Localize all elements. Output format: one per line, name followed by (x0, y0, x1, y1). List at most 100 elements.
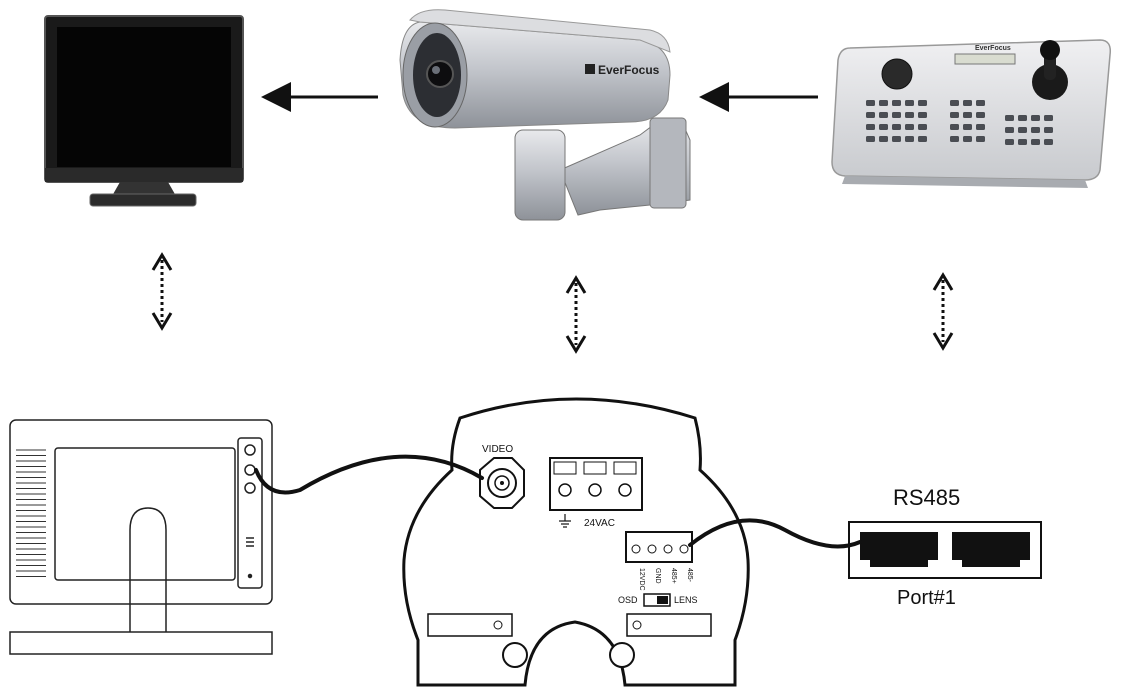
keyboard-key (866, 124, 875, 130)
keyboard-key (905, 124, 914, 130)
keyboard-key (976, 124, 985, 130)
keyboard-key (892, 136, 901, 142)
video-cable (254, 454, 484, 495)
keyboard-key (950, 136, 959, 142)
keyboard-edge (842, 176, 1088, 188)
keyboard-key (1031, 127, 1040, 133)
keyboard-key (976, 112, 985, 118)
mount-hole-left (502, 642, 528, 668)
keyboard-key (963, 136, 972, 142)
keyboard-brand: EverFocus (975, 45, 1011, 52)
keyboard-knob (881, 58, 913, 90)
keyboard-key (1005, 139, 1014, 145)
keyboard-key (963, 112, 972, 118)
keyboard-key (1031, 115, 1040, 121)
camera-post (514, 129, 566, 221)
keyboard-key (950, 100, 959, 106)
keyboard-key (950, 112, 959, 118)
rs485-port-label: Port#1 (897, 587, 956, 609)
camera-lens (426, 60, 454, 88)
monitor-jack-1 (244, 444, 256, 456)
keyboard-key (879, 136, 888, 142)
rs485-cable (688, 518, 862, 549)
rs485-port-block: RS485 Port#1 (848, 485, 1042, 609)
keyboard-key (918, 112, 927, 118)
keyboard-key (1005, 115, 1014, 121)
camera-housing (399, 21, 671, 129)
ground-icon (559, 514, 571, 528)
rs485-title: RS485 (893, 485, 960, 510)
keyboard-key (892, 100, 901, 106)
camera-lens-glint (432, 66, 440, 74)
power-screw-2 (618, 483, 632, 497)
camera-sunshield (409, 9, 671, 53)
camera-brand-logo (585, 64, 595, 74)
keyboard-key (963, 124, 972, 130)
bullet-camera: EverFocus (399, 9, 691, 221)
monitor-screen (57, 27, 231, 167)
keyboard-key (892, 124, 901, 130)
terminal-screw-2 (647, 544, 657, 554)
keyboard-key (1018, 115, 1027, 121)
monitor (44, 15, 244, 207)
keyboard-key (866, 136, 875, 142)
monitor-power-led (247, 573, 253, 579)
keyboard-key (1018, 139, 1027, 145)
camera-brand: EverFocus (598, 63, 660, 77)
monitor-control-panel (237, 437, 263, 589)
keyboard-key (905, 112, 914, 118)
keyboard-key (1044, 127, 1053, 133)
keyboard-key (1044, 115, 1053, 121)
keyboard-key (976, 136, 985, 142)
double-arrow-right (932, 272, 954, 351)
label-plate-right (626, 613, 712, 637)
keyboard-key (1044, 139, 1053, 145)
monitor-bottom-bar (45, 168, 243, 182)
monitor-neck (112, 182, 176, 196)
keyboard-key (918, 100, 927, 106)
monitor-stand-base (9, 631, 273, 655)
switch-label-osd: OSD (618, 595, 638, 605)
keyboard-display (954, 53, 1016, 65)
monitor-stand (129, 507, 167, 632)
joystick-knob (1040, 40, 1060, 60)
keyboard-key (879, 100, 888, 106)
label-plate-left (427, 613, 513, 637)
keyboard-key (905, 136, 914, 142)
switch-label-lens: LENS (674, 595, 698, 605)
keyboard-key (866, 100, 875, 106)
power-label: 24VAC (584, 518, 615, 529)
double-arrow-left (151, 252, 173, 331)
terminal-label-4: 485- (686, 568, 693, 583)
monitor-jack-3 (244, 482, 256, 494)
keyboard-key (1018, 127, 1027, 133)
keyboard-key (879, 112, 888, 118)
osd-lens-switch-knob (657, 596, 668, 604)
keyboard-key (905, 100, 914, 106)
terminal-screw-4 (679, 544, 689, 554)
monitor-outline-screen (54, 447, 236, 581)
monitor-vent (16, 449, 46, 577)
terminal-screw-1 (631, 544, 641, 554)
keyboard-key (866, 112, 875, 118)
keyboard-key (892, 112, 901, 118)
keyboard-key (950, 124, 959, 130)
rs485-port-2 (952, 532, 1030, 567)
ptz-keyboard: EverFocus (831, 39, 1112, 188)
camera-wall-plate (649, 117, 687, 209)
power-screw-ground (558, 483, 572, 497)
keyboard-key (963, 100, 972, 106)
keyboard-key (1005, 127, 1014, 133)
monitor-base (89, 193, 197, 207)
mount-hole-right (609, 642, 635, 668)
terminal-label-3: 485+ (670, 568, 677, 584)
monitor-outline (9, 419, 273, 605)
keyboard-key (918, 136, 927, 142)
video-label: VIDEO (482, 444, 513, 455)
keyboard-key (879, 124, 888, 130)
rs485-port-1 (860, 532, 938, 567)
joystick-base (1032, 64, 1068, 100)
terminal-label-2: GND (654, 568, 661, 584)
terminal-label-1: 12VDC (638, 568, 645, 591)
